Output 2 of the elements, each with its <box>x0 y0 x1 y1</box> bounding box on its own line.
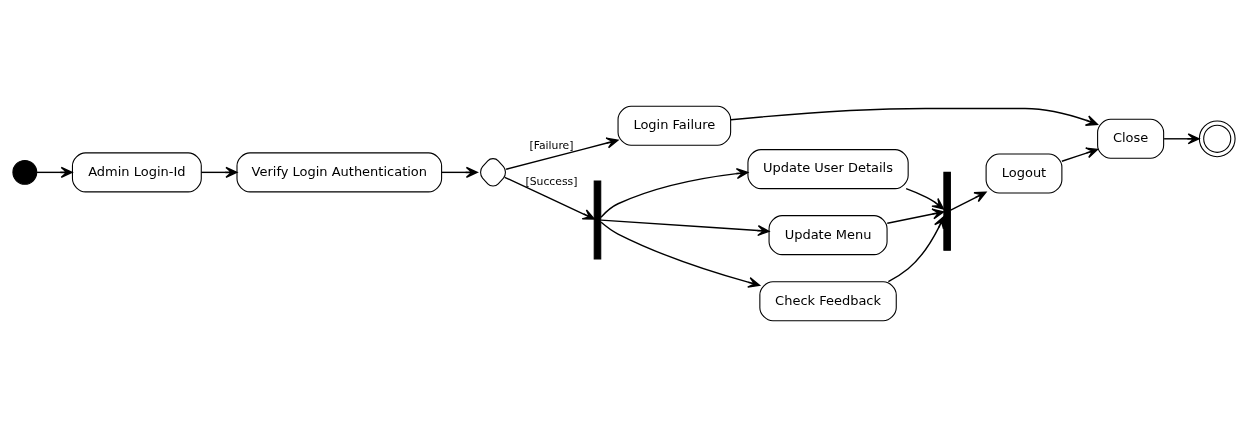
edge-label: [Failure] <box>529 138 574 152</box>
edge-label: [Success] <box>525 175 578 189</box>
